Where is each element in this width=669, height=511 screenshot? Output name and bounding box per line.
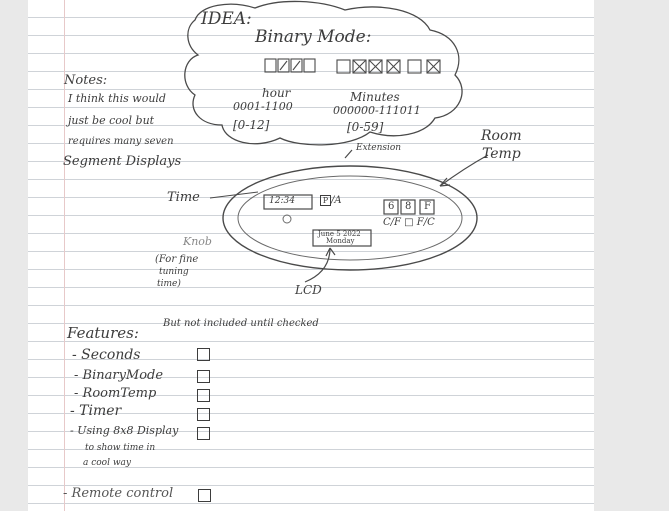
features-heading: Features: [67, 324, 139, 342]
clock-device-inner [237, 175, 463, 261]
notes-line-1: I think this would [68, 92, 166, 105]
extension-arrow [344, 149, 353, 159]
clock-device-outline [222, 165, 478, 271]
feature-checkbox-binary-mode[interactable] [197, 370, 210, 383]
feature-checkbox-room-temp[interactable] [197, 389, 210, 402]
clock-display-box [263, 194, 313, 210]
knob-circle [282, 214, 292, 224]
date-display-box [312, 229, 372, 247]
room-temp-label-2: Temp [482, 146, 521, 162]
feature-label: - Timer [70, 403, 122, 419]
notes-line-4: Segment Displays [63, 154, 182, 169]
temp-digit-2: 8 [405, 201, 412, 212]
temp-digit-1: 6 [388, 201, 395, 212]
feature-item-room-temp: - RoomTemp [74, 386, 156, 401]
feature-checkbox-8x8-display[interactable] [197, 427, 210, 440]
feature-label: - Seconds [72, 347, 141, 363]
temp-digit-3: F [424, 201, 431, 212]
feature-checkbox-timer[interactable] [197, 408, 210, 421]
feature-label: - Using 8x8 Display [70, 424, 179, 437]
time-arrow [209, 191, 259, 199]
feature-8x8-sub-1: to show time in [85, 443, 156, 453]
date-line-2: Monday [326, 237, 355, 245]
lcd-arrow [304, 247, 331, 283]
features-note: But not included until checked [163, 318, 319, 329]
ampm-indicator: P/A [320, 195, 342, 206]
room-temp-label-1: Room [481, 128, 522, 144]
notes-line-2: just be cool but [68, 114, 155, 127]
hour-label: hour [262, 86, 291, 100]
knob-note-1: (For fine [155, 254, 199, 265]
lcd-label: LCD [295, 283, 322, 297]
binary-mode-title: Binary Mode: [255, 27, 372, 47]
idea-cloud [184, 0, 463, 146]
date-line-1: June 5 2022 [318, 230, 361, 238]
feature-label: - BinaryMode [74, 368, 164, 383]
feature-item-timer: - Timer [70, 403, 121, 419]
feature-checkbox-remote-control[interactable] [198, 489, 211, 502]
feature-checkbox-seconds[interactable] [197, 348, 210, 361]
hour-range-decimal: [0-12] [233, 118, 270, 132]
feature-item-8x8-display: - Using 8x8 Display [70, 424, 178, 437]
minute-binary-boxes [336, 59, 441, 74]
minutes-label: Minutes [350, 90, 400, 104]
feature-item-seconds: - Seconds [72, 347, 141, 363]
ampm-text: /A [331, 195, 342, 206]
notes-line-3: requires many seven [68, 136, 174, 147]
feature-label: - RoomTemp [74, 386, 157, 401]
minutes-range-binary: 000000-111011 [333, 104, 421, 117]
temp-unit-toggle: C/F □ F/C [383, 217, 435, 228]
margin-line [64, 0, 65, 511]
minutes-range-decimal: [0-59] [347, 120, 384, 134]
feature-item-binary-mode: - BinaryMode [74, 368, 163, 383]
notebook-paper [28, 0, 594, 511]
temp-digit-boxes [383, 199, 435, 215]
knob-note-2: tuning [159, 267, 189, 277]
hour-range-binary: 0001-1100 [233, 100, 293, 113]
feature-8x8-sub-2: a cool way [83, 458, 131, 468]
feature-item-remote-control: - Remote control [63, 486, 174, 501]
knob-label: Knob [183, 235, 212, 248]
notes-heading: Notes: [64, 73, 108, 88]
idea-title: IDEA: [201, 9, 252, 29]
room-temp-arrow [439, 154, 489, 187]
extension-label: Extension [356, 143, 402, 153]
time-label: Time [167, 190, 200, 205]
hour-binary-boxes [264, 58, 316, 73]
ampm-box: P [320, 195, 331, 206]
clock-display: 12:34 [269, 196, 295, 206]
knob-note-3: time) [157, 279, 181, 289]
